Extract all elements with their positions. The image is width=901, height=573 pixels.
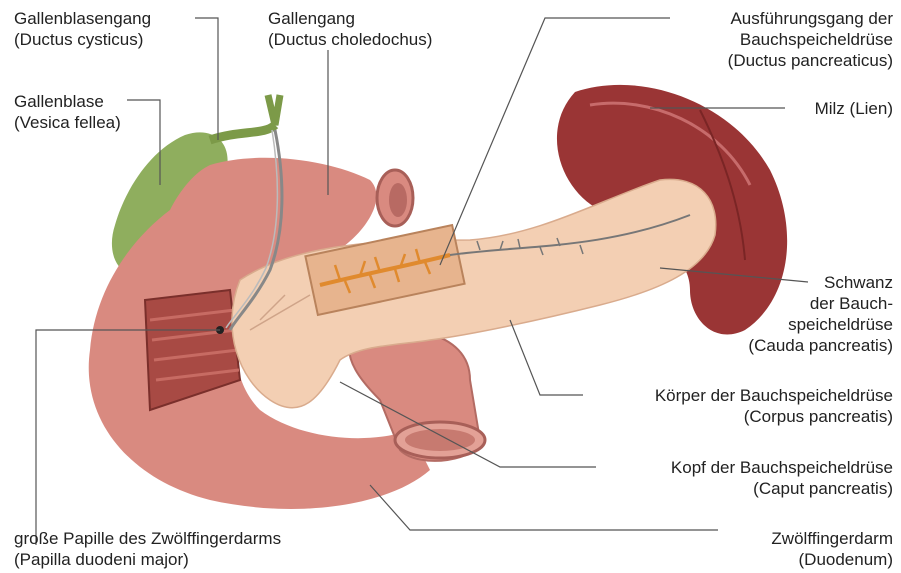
label-gallenblase: Gallenblase (Vesica fellea) (14, 91, 121, 133)
label-kopf: Kopf der Bauchspeicheldrüse (Caput pancr… (671, 457, 893, 499)
label-ausfuehrungsgang: Ausführungsgang der Bauchspeicheldrüse (… (728, 8, 893, 71)
label-milz: Milz (Lien) (815, 98, 893, 119)
label-koerper: Körper der Bauchspeicheldrüse (Corpus pa… (655, 385, 893, 427)
label-gallengang: Gallengang (Ductus choledochus) (268, 8, 432, 50)
label-schwanz: Schwanz der Bauch- speicheldrüse (Cauda … (748, 272, 893, 356)
label-zwoelffingerdarm: Zwölffingerdarm (Duodenum) (771, 528, 893, 570)
label-gallenblasengang: Gallenblasengang (Ductus cysticus) (14, 8, 151, 50)
label-papille: große Papille des Zwölffingerdarms (Papi… (14, 528, 281, 570)
